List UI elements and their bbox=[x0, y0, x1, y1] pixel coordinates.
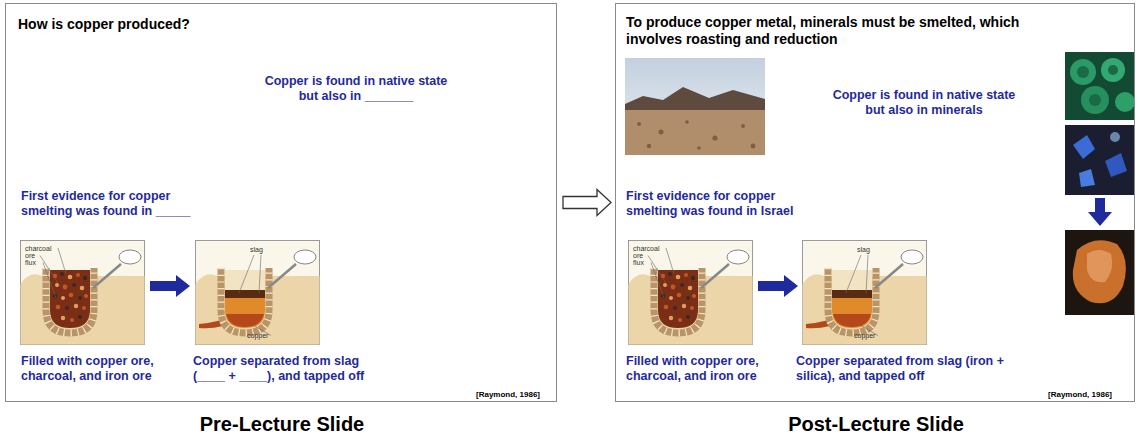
source-citation: [Raymond, 1986] bbox=[1048, 390, 1128, 400]
slide-title: To produce copper metal, minerals must b… bbox=[626, 14, 1056, 48]
slide-panel: To produce copper metal, minerals must b… bbox=[615, 3, 1135, 402]
slide-caption: Pre-Lecture Slide bbox=[6, 412, 558, 436]
source-citation: [Raymond, 1986] bbox=[476, 390, 554, 400]
part-label: slag bbox=[250, 246, 263, 253]
part-label: slag bbox=[857, 246, 870, 253]
part-label: flux bbox=[633, 259, 644, 266]
slide-caption: Post-Lecture Slide bbox=[616, 412, 1136, 436]
part-label: copper bbox=[854, 332, 875, 339]
fill-in-note: Copper is found in native state but also… bbox=[824, 88, 1024, 119]
part-label: ore bbox=[25, 252, 35, 259]
part-label: flux bbox=[25, 259, 36, 266]
figure-caption: Copper separated from slag (____ + ____)… bbox=[193, 354, 393, 385]
slide-title: How is copper produced? bbox=[18, 16, 438, 33]
figure-caption: Filled with copper ore, charcoal, and ir… bbox=[21, 354, 196, 385]
fill-in-note: First evidence for copper smelting was f… bbox=[21, 189, 206, 220]
part-label: charcoal bbox=[25, 245, 51, 252]
part-label: charcoal bbox=[633, 245, 659, 252]
figure-caption: Filled with copper ore, charcoal, and ir… bbox=[626, 354, 801, 385]
slide-panel: How is copper produced? Copper is found i… bbox=[5, 3, 557, 402]
figure-caption: Copper separated from slag (iron + silic… bbox=[796, 354, 1011, 385]
fill-in-note: Copper is found in native state but also… bbox=[261, 74, 451, 105]
transition-arrow bbox=[563, 190, 611, 216]
part-label: copper bbox=[247, 332, 268, 339]
part-label: ore bbox=[633, 252, 643, 259]
fill-in-note: First evidence for copper smelting was f… bbox=[626, 189, 816, 220]
